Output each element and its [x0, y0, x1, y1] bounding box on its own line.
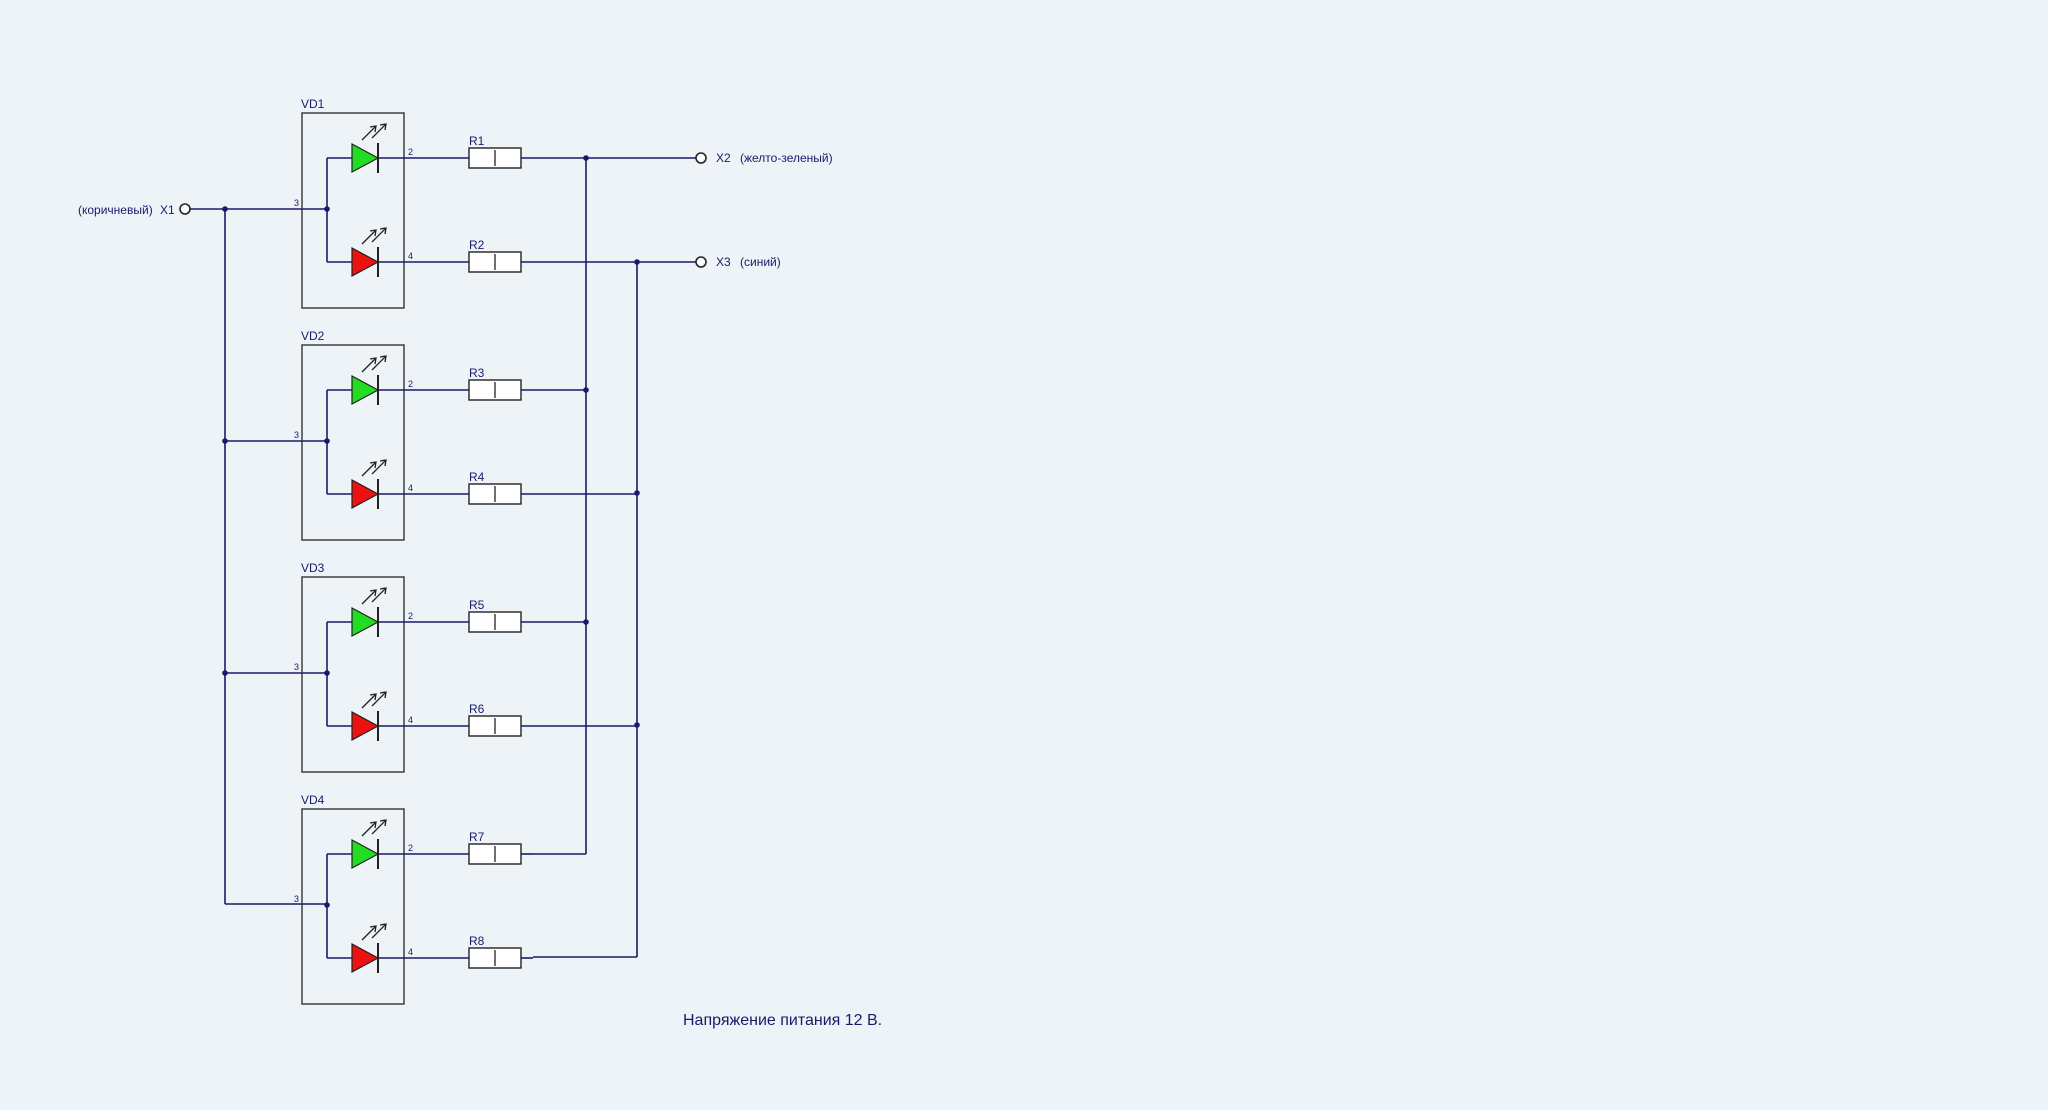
light-emission-icon: [361, 819, 387, 837]
resistor-green-label: R3: [469, 366, 485, 380]
terminal-x1-label: X1: [160, 203, 175, 217]
resistor-red-label: R8: [469, 934, 485, 948]
pin-common-label: 3: [294, 894, 299, 904]
resistor-green: [468, 379, 522, 401]
terminal-x1-note: (коричневый): [78, 203, 153, 217]
terminal-x1-pin: [179, 203, 191, 215]
module-box: [301, 576, 405, 773]
green-led-icon: [351, 819, 387, 870]
light-emission-icon: [361, 227, 387, 245]
module-label: VD1: [301, 97, 325, 111]
resistor-green-label: R5: [469, 598, 485, 612]
terminal-x3-note: (синий): [740, 255, 781, 269]
module-label: VD2: [301, 329, 325, 343]
light-emission-icon: [361, 459, 387, 477]
module-label: VD4: [301, 793, 325, 807]
x3-bus: [533, 259, 696, 958]
resistor-red: [468, 483, 522, 505]
light-emission-icon: [361, 123, 387, 141]
resistor-green: [468, 611, 522, 633]
resistor-red-label: R6: [469, 702, 485, 716]
resistor-red: [468, 947, 522, 969]
x1-bus: [190, 206, 327, 905]
resistor-red-label: R4: [469, 470, 485, 484]
terminal-x3-label: X3: [716, 255, 731, 269]
pin-common-label: 3: [294, 662, 299, 672]
resistor-red: [468, 251, 522, 273]
terminal-x2-note: (желто-зеленый): [740, 151, 833, 165]
resistor-green: [468, 147, 522, 169]
pin-green-label: 2: [408, 611, 413, 621]
light-emission-icon: [361, 691, 387, 709]
pin-red-label: 4: [408, 947, 413, 957]
red-led-icon: [351, 923, 387, 974]
module-label: VD3: [301, 561, 325, 575]
pin-red-label: 4: [408, 715, 413, 725]
resistor-green: [468, 843, 522, 865]
pin-green-label: 2: [408, 147, 413, 157]
pin-green-label: 2: [408, 379, 413, 389]
module-box: [301, 344, 405, 541]
terminal-x1: (коричневый) X1: [78, 203, 191, 217]
terminal-x2-pin: [695, 152, 707, 164]
green-led-icon: [351, 587, 387, 638]
red-led-icon: [351, 691, 387, 742]
supply-voltage-note: Напряжение питания 12 В.: [683, 1012, 882, 1029]
module-box: [301, 112, 405, 309]
terminal-x2-label: X2: [716, 151, 731, 165]
pin-common-label: 3: [294, 198, 299, 208]
light-emission-icon: [361, 355, 387, 373]
light-emission-icon: [361, 923, 387, 941]
green-led-icon: [351, 123, 387, 174]
module-box: [301, 808, 405, 1005]
resistor-green-label: R1: [469, 134, 485, 148]
terminal-x3-pin: [695, 256, 707, 268]
resistor-green-label: R7: [469, 830, 485, 844]
resistor-red-label: R2: [469, 238, 485, 252]
pin-green-label: 2: [408, 843, 413, 853]
red-led-icon: [351, 227, 387, 278]
x2-bus: [533, 155, 696, 855]
resistor-red: [468, 715, 522, 737]
light-emission-icon: [361, 587, 387, 605]
pin-red-label: 4: [408, 251, 413, 261]
terminal-x2: X2 (желто-зеленый): [695, 151, 833, 165]
green-led-icon: [351, 355, 387, 406]
terminal-x3: X3 (синий): [695, 255, 781, 269]
pin-red-label: 4: [408, 483, 413, 493]
red-led-icon: [351, 459, 387, 510]
pin-common-label: 3: [294, 430, 299, 440]
